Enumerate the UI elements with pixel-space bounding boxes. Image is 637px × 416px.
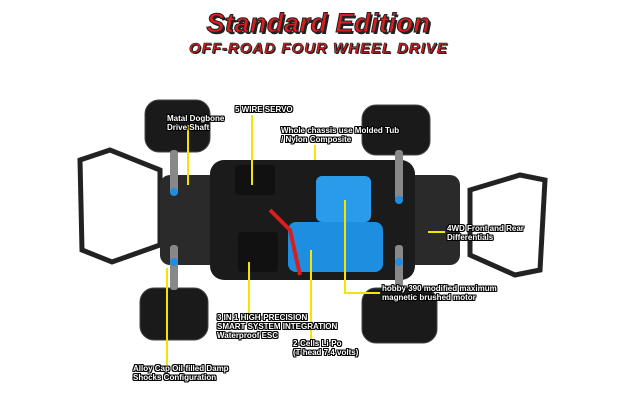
callout-battery: 2-Cells Li-Po(T-head 7.4 volts) [293, 339, 359, 357]
rear-bumper [467, 172, 548, 278]
esc [238, 232, 278, 272]
front-bumper [77, 147, 163, 265]
shock-caps [170, 188, 403, 266]
wires [268, 208, 302, 276]
callout-servo: 5 WIRE SERVO [235, 105, 293, 114]
callout-chassis: Whole chassis use Molded Tub/ Nylon Comp… [281, 126, 400, 144]
edition-title: Standard Edition [206, 8, 431, 39]
battery [288, 222, 383, 272]
servo [235, 165, 275, 195]
wheels [139, 99, 438, 344]
motor [316, 176, 371, 222]
edition-subtitle: OFF-ROAD FOUR WHEEL DRIVE [189, 40, 448, 58]
shocks [170, 150, 403, 290]
callout-lines [166, 115, 445, 365]
